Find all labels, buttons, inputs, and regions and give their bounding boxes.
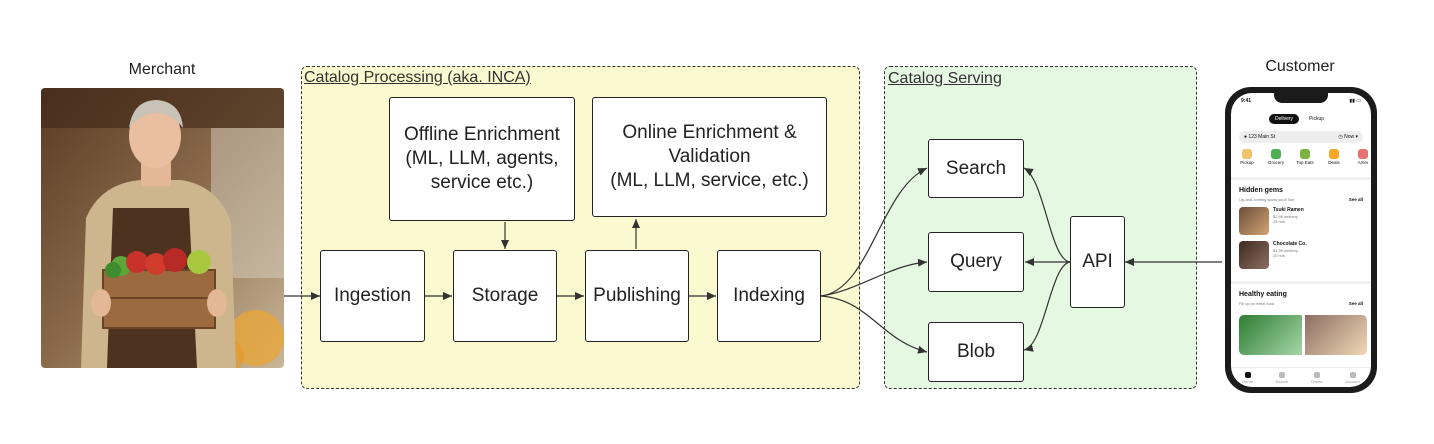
promo-card[interactable] <box>1239 315 1367 355</box>
address-bar[interactable]: ● 123 Main St ◷ Now ▾ <box>1239 131 1363 143</box>
merchant-photo <box>41 88 284 368</box>
thumbnail <box>1239 207 1269 235</box>
see-all-link[interactable]: See all <box>1348 197 1363 202</box>
pickup-icon <box>1242 149 1252 159</box>
divider <box>1231 177 1371 180</box>
bottom-nav: Home Search Orders Account <box>1231 367 1371 387</box>
deals-icon <box>1329 149 1339 159</box>
indexing-node: Indexing <box>717 250 821 342</box>
when-text: Now <box>1344 134 1355 140</box>
api-node: API <box>1070 216 1125 308</box>
section-hidden-gems-sub: Up-and-coming spots you'll like <box>1239 197 1295 202</box>
nav-search[interactable]: Search <box>1275 371 1288 384</box>
orders-icon <box>1313 371 1320 378</box>
home-icon <box>1244 371 1251 378</box>
nav-home[interactable]: Home <box>1242 371 1253 384</box>
account-icon <box>1349 371 1356 378</box>
category-deals[interactable]: Deals <box>1322 149 1346 165</box>
nav-account[interactable]: Account <box>1345 371 1360 384</box>
category-row: Pickup Grocery Top Eats Deals Amer <box>1235 149 1371 165</box>
phone-screen: 9:41 ▮▮ ▭ Delivery Pickup ● 123 Main St … <box>1231 93 1371 387</box>
merchant-label: Merchant <box>128 61 196 78</box>
publishing-node: Publishing <box>585 250 689 342</box>
section-healthy-title: Healthy eating <box>1239 291 1287 298</box>
signal-battery-icon: ▮▮ ▭ <box>1349 98 1361 104</box>
address-text: 123 Main St <box>1248 134 1276 140</box>
query-node: Query <box>928 232 1024 292</box>
amer-icon <box>1358 149 1368 159</box>
clock-icon: ◷ <box>1338 134 1343 140</box>
storage-node: Storage <box>453 250 557 342</box>
online-enrichment-node: Online Enrichment & Validation (ML, LLM,… <box>592 97 827 217</box>
search-node: Search <box>928 139 1024 198</box>
list-item[interactable]: Tsuki Ramen $2.99 delivery 25 min <box>1239 207 1367 237</box>
section-healthy-sub: Fill up on fresh food <box>1239 301 1275 306</box>
customer-phone: 9:41 ▮▮ ▭ Delivery Pickup ● 123 Main St … <box>1225 87 1377 393</box>
category-amer[interactable]: Amer <box>1351 149 1371 165</box>
thumbnail <box>1239 241 1269 269</box>
grocery-icon <box>1271 149 1281 159</box>
section-hidden-gems-title: Hidden gems <box>1239 187 1283 194</box>
phone-notch <box>1274 93 1328 103</box>
phone-time: 9:41 <box>1241 98 1252 104</box>
tab-delivery[interactable]: Delivery <box>1269 114 1300 124</box>
tab-pickup[interactable]: Pickup <box>1309 116 1325 122</box>
catalog-processing-title: Catalog Processing (aka. INCA) <box>304 69 531 86</box>
see-all-link[interactable]: See all <box>1348 301 1363 306</box>
search-icon <box>1278 371 1285 378</box>
list-item[interactable]: Chocolate Co. $1.99 delivery 20 min <box>1239 241 1367 271</box>
category-pickup[interactable]: Pickup <box>1235 149 1259 165</box>
ingestion-node: Ingestion <box>320 250 425 342</box>
category-top-eats[interactable]: Top Eats <box>1293 149 1317 165</box>
divider <box>1231 281 1371 284</box>
offline-enrichment-node: Offline Enrichment (ML, LLM, agents, ser… <box>389 97 575 221</box>
catalog-serving-title: Catalog Serving <box>888 70 1002 87</box>
top-eats-icon <box>1300 149 1310 159</box>
chevron-down-icon: ▾ <box>1355 134 1358 140</box>
customer-label: Customer <box>1265 58 1335 75</box>
nav-orders[interactable]: Orders <box>1311 371 1323 384</box>
blob-node: Blob <box>928 322 1024 382</box>
category-grocery[interactable]: Grocery <box>1264 149 1288 165</box>
phone-tabs: Delivery Pickup <box>1269 114 1330 124</box>
location-pin-icon: ● <box>1244 134 1248 140</box>
